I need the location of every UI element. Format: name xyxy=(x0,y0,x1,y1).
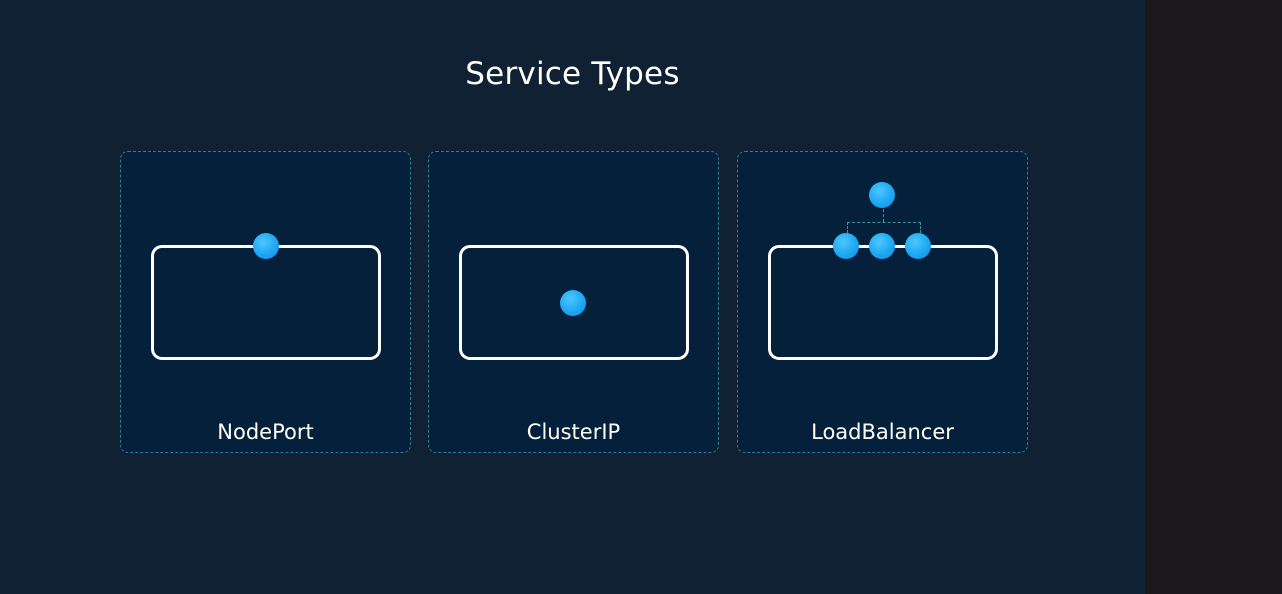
loadbalancer-card: LoadBalancer xyxy=(737,151,1028,453)
diagram-title: Service Types xyxy=(465,56,680,92)
side-panel xyxy=(1145,0,1282,594)
nodeport-card: NodePort xyxy=(120,151,411,453)
diagram-canvas: Service Types NodePort ClusterIP LoadBal… xyxy=(0,0,1145,594)
lb-endpoint-icon xyxy=(905,233,931,259)
clusterip-card: ClusterIP xyxy=(428,151,719,453)
nodeport-endpoint-icon xyxy=(253,233,279,259)
lb-endpoint-icon xyxy=(833,233,859,259)
loadbalancer-label: LoadBalancer xyxy=(811,420,954,444)
lb-endpoint-icon xyxy=(869,233,895,259)
load-balancer-icon xyxy=(869,182,895,208)
node-box xyxy=(151,245,381,360)
connector-line xyxy=(847,222,921,237)
clusterip-endpoint-icon xyxy=(560,290,586,316)
clusterip-label: ClusterIP xyxy=(526,420,621,444)
nodeport-label: NodePort xyxy=(217,420,314,444)
node-box xyxy=(459,245,689,360)
node-box xyxy=(768,245,998,360)
connector-line xyxy=(883,209,884,222)
